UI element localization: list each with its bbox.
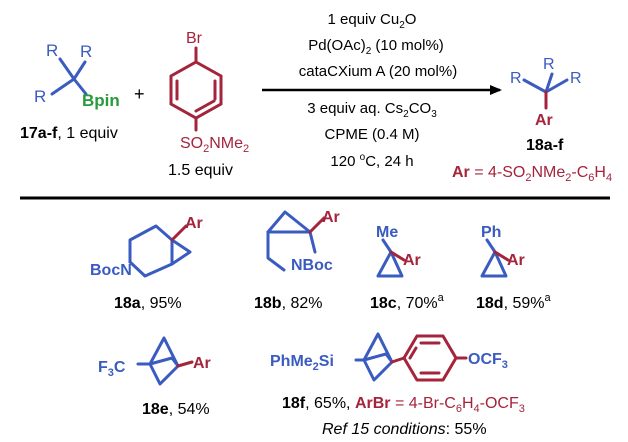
reaction-conditions: 1 equiv Cu2O Pd(OAc)2 (10 mol%) cataCXiu… bbox=[299, 11, 457, 170]
18c-caption: 18c, 70%a bbox=[370, 292, 445, 312]
18b-nboc-label: NBoc bbox=[291, 257, 333, 274]
product-r-2: R bbox=[510, 70, 522, 87]
18f-caption: 18f, 65%, ArBr = 4-Br-C6H4-OCF3 bbox=[282, 395, 525, 415]
sulfonamide-label: SO2NMe2 bbox=[180, 135, 249, 155]
18e-ar-bond bbox=[176, 360, 194, 368]
product-18: R R R Ar 18a-f bbox=[510, 56, 582, 154]
18a-bocn-label: BocN bbox=[90, 262, 132, 279]
18e-cf3-label: F3C bbox=[98, 359, 126, 379]
18e-caption: 18e, 54% bbox=[142, 401, 210, 418]
r-label-2: R bbox=[80, 42, 92, 61]
compound-18a: Ar BocN 18a, 95% bbox=[90, 215, 203, 312]
18d-caption: 18d, 59%a bbox=[476, 292, 552, 312]
condition-line-6: 120 oC, 24 h bbox=[330, 152, 413, 170]
product-ar-label: Ar bbox=[535, 112, 553, 129]
condition-line-3: cataCXium A (20 mol%) bbox=[299, 63, 457, 80]
18b-ar-bond bbox=[308, 216, 326, 234]
18a-caption: 18a, 95% bbox=[114, 295, 182, 312]
18e-ar-label: Ar bbox=[193, 355, 211, 372]
compound-18f: PhMe2Si OCF3 18f, 65%, ArBr = 4-Br-C6H4-… bbox=[270, 332, 525, 438]
18a-ar-label: Ar bbox=[185, 215, 203, 232]
plus-sign: + bbox=[134, 84, 145, 104]
reactant2-equiv: 1.5 equiv bbox=[168, 162, 233, 179]
18f-silyl-label: PhMe2Si bbox=[270, 353, 334, 373]
reactant1-caption: 17a-f, 1 equiv bbox=[20, 125, 118, 142]
condition-line-5: CPME (0.4 M) bbox=[324, 126, 419, 143]
18f-ref-conditions: Ref 15 conditions: 55% bbox=[322, 421, 487, 438]
compound-18e: F3C Ar 18e, 54% bbox=[98, 336, 211, 418]
18c-ar-bond bbox=[389, 250, 406, 262]
18d-ar-label: Ar bbox=[507, 252, 525, 269]
product-r-3: R bbox=[570, 70, 582, 87]
18c-me-label: Me bbox=[376, 224, 398, 241]
bpin-label: Bpin bbox=[82, 91, 120, 110]
compound-18c: Me Ar 18c, 70%a bbox=[370, 224, 445, 312]
reactant-17: R R R Bpin 17a-f, 1 equiv bbox=[20, 41, 120, 142]
18b-ar-label: Ar bbox=[322, 209, 340, 226]
condition-line-1: 1 equiv Cu2O bbox=[328, 11, 417, 31]
product-number: 18a-f bbox=[526, 137, 564, 154]
18d-ar-bond bbox=[493, 250, 510, 262]
product-r-1: R bbox=[543, 56, 555, 73]
compound-18b: Ar NBoc 18b, 82% bbox=[254, 209, 340, 312]
r-label-3: R bbox=[34, 87, 46, 106]
r-label-1: R bbox=[46, 41, 58, 60]
condition-line-2: Pd(OAc)2 (10 mol%) bbox=[308, 37, 444, 57]
18f-ocf3-label: OCF3 bbox=[468, 351, 508, 371]
ar-definition: Ar = 4-SO2NMe2-C6H4 bbox=[452, 164, 612, 184]
18b-caption: 18b, 82% bbox=[254, 295, 323, 312]
condition-line-4: 3 equiv aq. Cs2CO3 bbox=[307, 100, 437, 120]
18c-ar-label: Ar bbox=[403, 252, 421, 269]
br-label: Br bbox=[186, 30, 203, 47]
18a-ar-bond bbox=[170, 224, 188, 242]
18d-ph-label: Ph bbox=[481, 224, 501, 241]
compound-18d: Ph Ar 18d, 59%a bbox=[476, 224, 552, 312]
reactant-arylbromide: Br SO2NMe2 1.5 equiv bbox=[168, 30, 249, 179]
